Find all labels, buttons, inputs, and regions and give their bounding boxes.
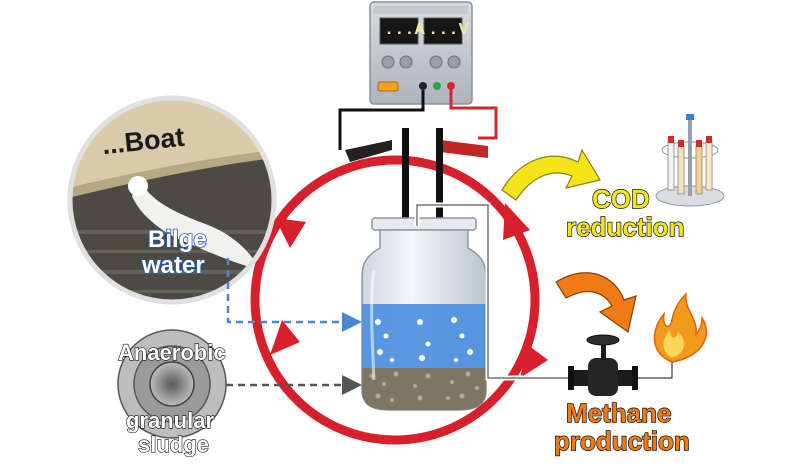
granular-sludge-icon: [117, 329, 227, 439]
cycle-arrow-left-lower: [270, 320, 300, 355]
gas-bubbles: [375, 317, 473, 362]
granular-label: granular: [125, 407, 215, 433]
valve-to-flame-tube: [638, 360, 674, 380]
reactor-jar: [361, 217, 487, 411]
test-tube-rack: [655, 114, 725, 207]
voltmeter-display: [423, 17, 463, 45]
bilge-water-label-line1: Bilge: [147, 225, 207, 254]
bilge-water-label-line2: water: [141, 251, 205, 280]
dashed-sludge-line: [226, 375, 362, 395]
cycle-arrow-right-lower: [520, 345, 548, 378]
boat-photo: [67, 95, 277, 305]
methane-arrow: [555, 272, 637, 334]
cod-label-line2: reduction: [565, 211, 685, 242]
cod-label-line1: COD: [591, 183, 650, 214]
anaerobic-label: Anaerobic: [117, 339, 226, 365]
cycle-arrow-right-upper: [503, 203, 530, 240]
methane-label-line2: production: [553, 425, 690, 456]
red-cycle: [250, 155, 548, 445]
wire-leads: [338, 90, 498, 162]
ammeter-display: [379, 17, 419, 45]
dc-power-supply: [369, 1, 473, 105]
sludge-label: sludge: [137, 431, 209, 457]
flame-icon: [653, 291, 707, 363]
voltmeter-readout: ...V: [428, 21, 469, 40]
methane-label-line1: Methane: [565, 397, 672, 428]
dashed-bilge-line: [226, 258, 362, 332]
sludge-granules: [369, 371, 479, 402]
cycle-arrow-left-upper: [275, 218, 306, 248]
cod-arrow: [501, 148, 601, 201]
ammeter-readout: ...A: [384, 21, 425, 40]
valve: [568, 334, 638, 396]
